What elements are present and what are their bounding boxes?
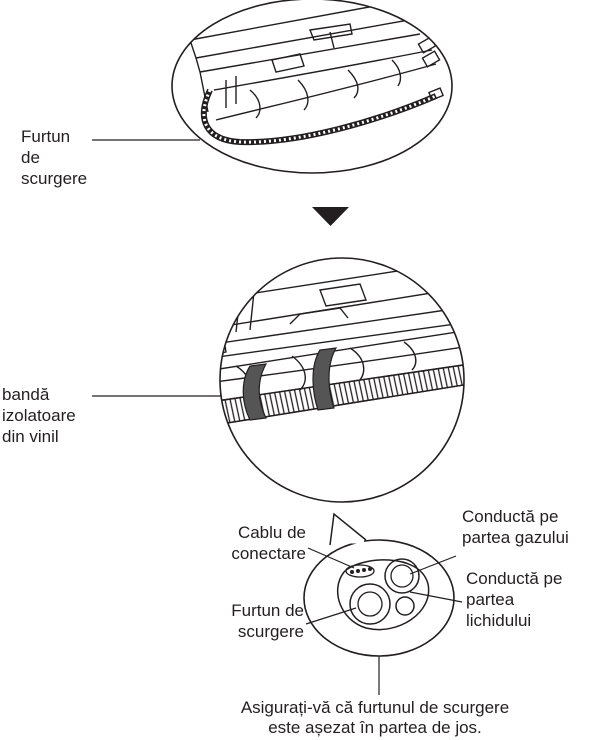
- bottom-caption: Asigurați-vă că furtunul de scurgere est…: [150, 698, 599, 738]
- down-triangle-icon: [312, 207, 349, 226]
- gas-pipe-label: Conductă pe partea gazului: [462, 506, 569, 548]
- top-view-illustration: [92, 0, 453, 174]
- cross-section-illustration: [303, 512, 463, 695]
- connecting-cable-label-line: Cablu de: [237, 523, 306, 542]
- gas-pipe-label-line: partea gazului: [462, 528, 569, 547]
- drain-hose-label-line: scurgere: [21, 169, 88, 188]
- liquid-pipe-label: Conductă pe partea lichidului: [466, 568, 562, 631]
- middle-view-illustration: [92, 257, 465, 503]
- vinyl-tape-label-line: din vinil: [2, 427, 59, 446]
- liquid-pipe-label-line: Conductă pe: [466, 569, 563, 588]
- liquid-pipe-label-line: lichidului: [466, 611, 532, 630]
- drain-hose-label-bottom: Furtun de scurgere: [190, 600, 304, 642]
- caption-line: Asigurați-vă că furtunul de scurgere: [240, 698, 510, 717]
- drain-hose-label-line: Furtun de: [231, 601, 304, 620]
- connecting-cable-label-line: conectare: [231, 544, 306, 563]
- drain-hose-label-line: Furtun: [21, 127, 71, 146]
- drain-hose-label-line: scurgere: [237, 622, 304, 641]
- gas-pipe-label-line: Conductă pe: [462, 507, 559, 526]
- drain-hose-label-top: Furtun de scurgere: [21, 126, 87, 189]
- drain-hose-label-line: de: [21, 148, 40, 167]
- caption-line: este așezat în partea de jos.: [268, 718, 482, 737]
- liquid-pipe-label-line: partea: [466, 590, 515, 609]
- vinyl-tape-label: bandă izolatoare din vinil: [2, 384, 76, 447]
- vinyl-tape-label-line: izolatoare: [2, 406, 76, 425]
- connecting-cable-label: Cablu de conectare: [190, 522, 306, 564]
- vinyl-tape-label-line: bandă: [2, 385, 50, 404]
